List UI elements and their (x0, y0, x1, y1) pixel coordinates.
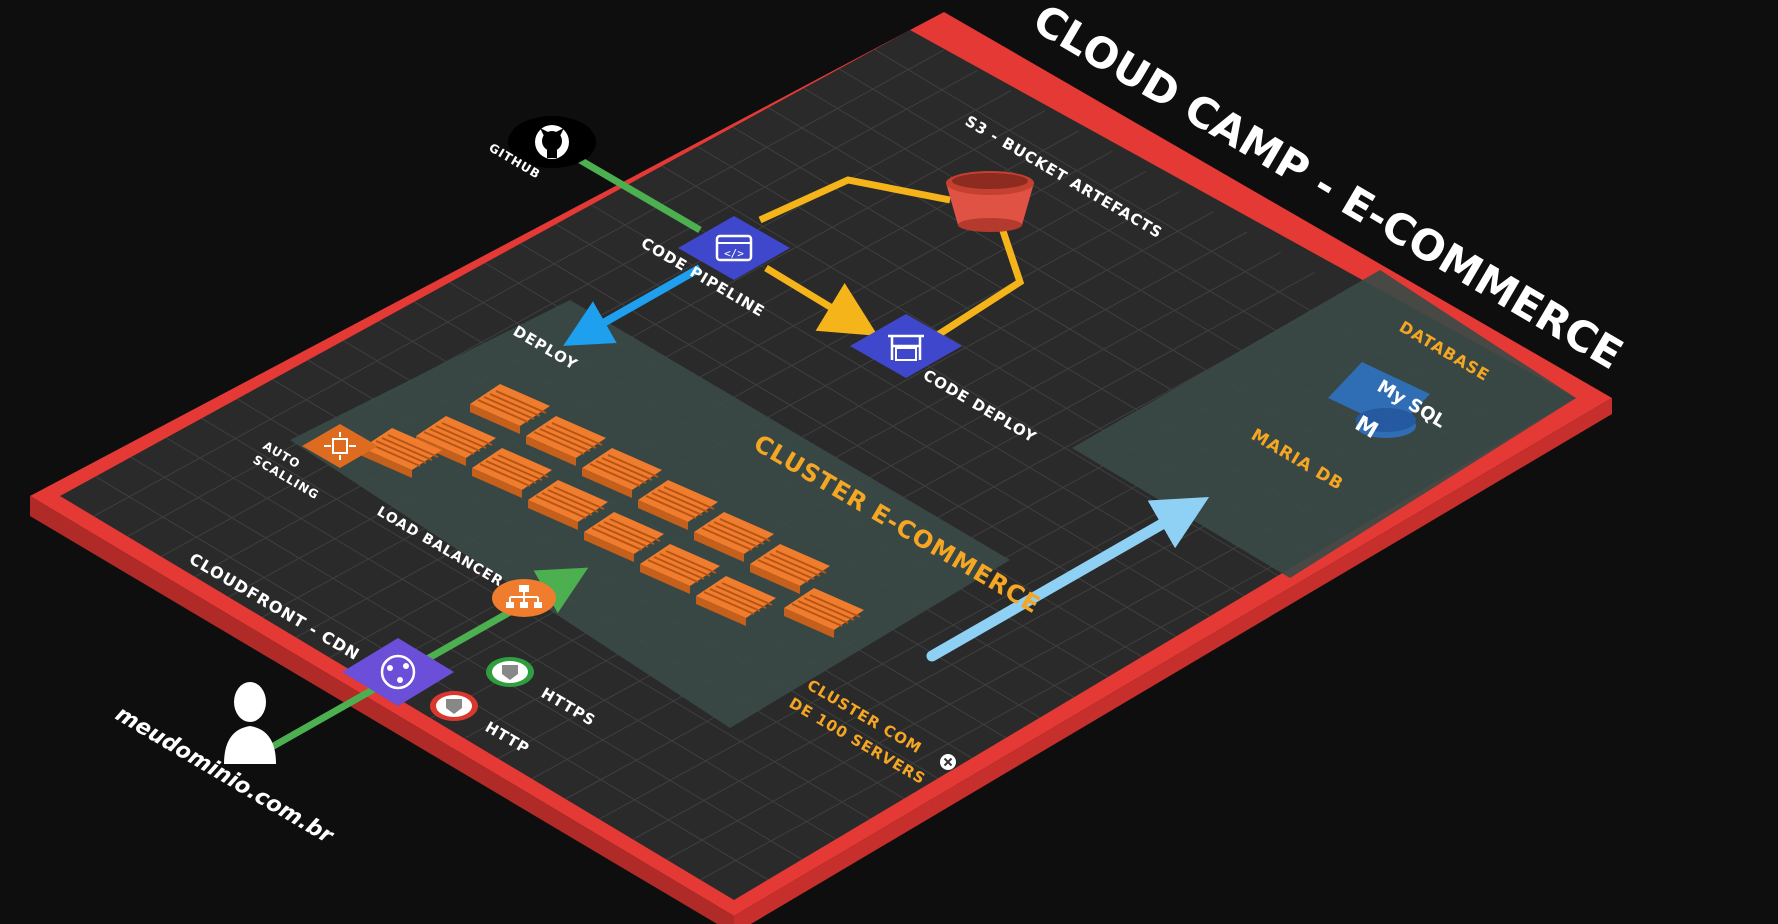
svg-text:</>: </> (724, 247, 744, 260)
ec2-instance-icon[interactable] (582, 448, 662, 498)
grid-line (93, 49, 944, 517)
cloudfront-icon[interactable] (342, 638, 454, 706)
ec2-instance-icon[interactable] (640, 544, 720, 594)
ec2-cluster (362, 384, 864, 638)
ec2-instance-icon[interactable] (472, 448, 552, 498)
code-pipeline-icon[interactable]: </> (678, 216, 790, 280)
mysql-icon[interactable]: My SQL M (1328, 362, 1449, 444)
domain-label: meudominio.com.br (111, 702, 338, 850)
ec2-instance-icon[interactable] (750, 544, 830, 594)
code-deploy-icon[interactable] (850, 314, 962, 378)
github-icon[interactable] (508, 116, 596, 168)
s3-bucket-icon[interactable] (946, 171, 1034, 232)
close-icon[interactable] (940, 754, 956, 770)
deploy-arrow (563, 264, 702, 346)
ec2-instance-icon[interactable] (526, 416, 606, 466)
ec2-instance-icon[interactable] (696, 576, 776, 626)
pipeline-to-codedeploy-arrow (764, 265, 878, 336)
s3-to-codedeploy-line (928, 220, 1025, 343)
ec2-instance-icon[interactable] (528, 480, 608, 530)
load-balancer-icon[interactable] (492, 579, 556, 617)
github-to-pipeline-line (578, 156, 702, 234)
shield-icon (486, 657, 534, 687)
shield-icon (430, 691, 478, 721)
user-icon[interactable] (224, 682, 276, 764)
ec2-instance-icon[interactable] (784, 588, 864, 638)
pipeline-to-s3-line (758, 176, 951, 224)
auto-scaling-icon[interactable] (302, 424, 378, 468)
ec2-instance-icon[interactable] (694, 512, 774, 562)
ec2-instance-icon[interactable] (470, 384, 550, 434)
ec2-instance-icon[interactable] (584, 512, 664, 562)
grid-line (127, 69, 978, 537)
cluster-to-database-arrow (926, 497, 1210, 662)
ec2-instance-icon[interactable] (638, 480, 718, 530)
ec2-instance-icon[interactable] (416, 416, 496, 466)
ec2-instance-icon[interactable] (362, 428, 442, 478)
